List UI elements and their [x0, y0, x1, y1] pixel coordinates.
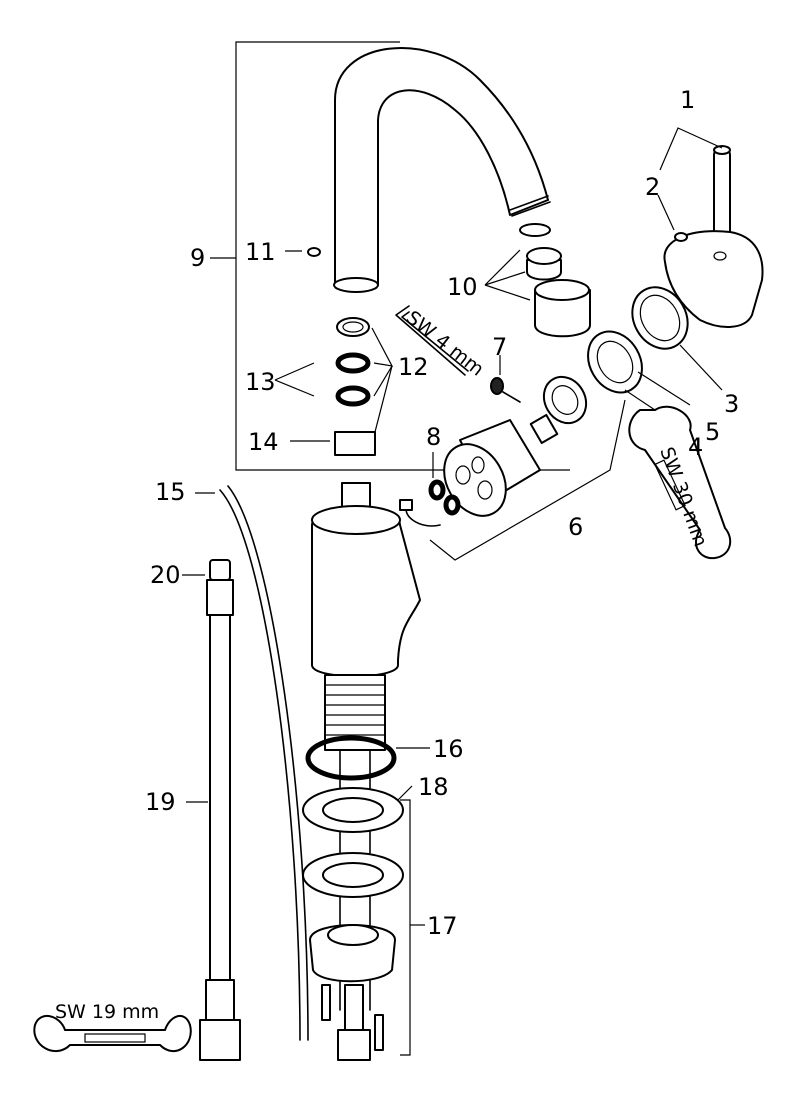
callout-19: 19: [145, 788, 176, 816]
callout-15: 15: [155, 478, 186, 506]
callout-10: 10: [447, 273, 478, 301]
callout-18: 18: [418, 773, 449, 801]
callout-1: 1: [680, 86, 695, 114]
rings-12-13: [274, 317, 394, 433]
bracket-9: [210, 41, 570, 471]
callout-2: 2: [645, 173, 660, 201]
callout-11: 11: [245, 238, 276, 266]
wrench-icon: [33, 1015, 192, 1052]
screw-7: [490, 355, 521, 403]
callout-13: 13: [245, 368, 276, 396]
callout-14: 14: [248, 428, 279, 456]
callout-3: 3: [724, 390, 739, 418]
callout-8: 8: [426, 423, 441, 451]
wrench-label-sw19: SW 19 mm: [55, 1001, 159, 1023]
lever-handle-icon: [657, 127, 764, 328]
callout-16: 16: [433, 735, 464, 763]
o-ring-16: [305, 735, 430, 781]
callout-12: 12: [398, 353, 429, 381]
callout-20: 20: [150, 561, 181, 589]
wrench-icon: [628, 405, 732, 560]
hose-icon: [182, 559, 241, 1061]
cartridge-icon: [429, 375, 626, 561]
washer-18: [302, 785, 413, 898]
callout-9: 9: [190, 244, 205, 272]
spout-icon: [333, 46, 551, 293]
ring-3: [631, 286, 723, 391]
hose-15: [195, 485, 309, 1041]
callout-7: 7: [492, 333, 507, 361]
clip-14: [290, 431, 376, 456]
fittings: [321, 984, 384, 1061]
callout-5: 5: [705, 418, 720, 446]
aerator-group-10: [484, 223, 591, 338]
screw-11: [285, 247, 321, 257]
callout-4: 4: [688, 433, 703, 461]
callout-17: 17: [427, 912, 458, 940]
clip: [399, 499, 441, 527]
nut-17: [309, 799, 425, 1056]
faucet-body: [311, 482, 421, 1011]
hex-key-icon: [395, 305, 469, 376]
callout-6: 6: [568, 513, 583, 541]
seal-8: [428, 452, 461, 516]
